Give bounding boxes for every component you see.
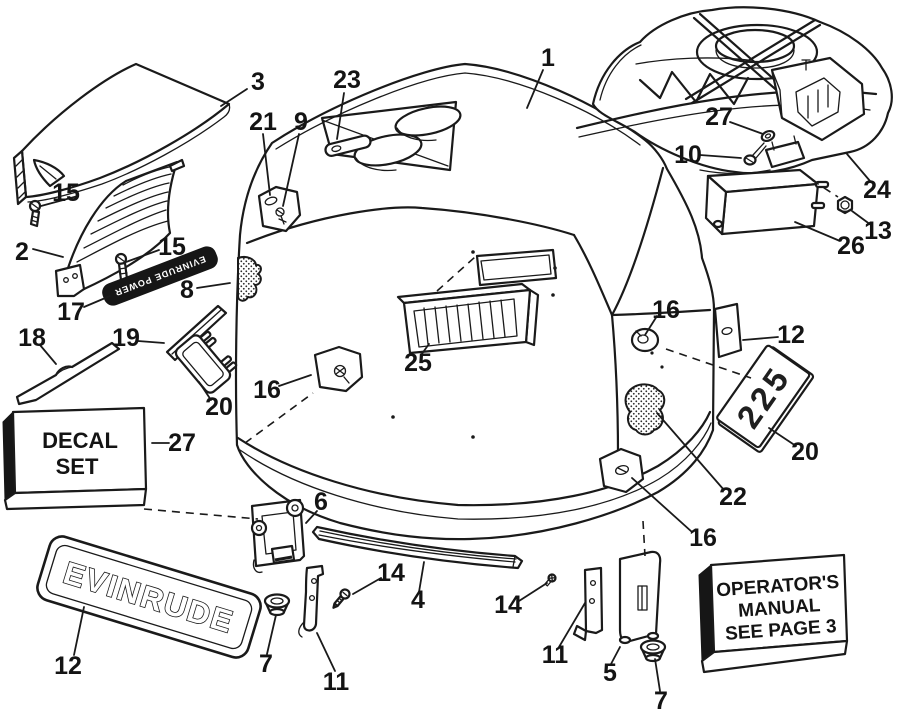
callout-labels: 1 2 3 23 21 9 27 10 24 13 26 15 15 17 8 … bbox=[15, 44, 892, 715]
seal-patch-part8 bbox=[237, 255, 262, 302]
callout-6: 6 bbox=[314, 488, 328, 516]
callout-24: 24 bbox=[863, 176, 891, 204]
callout-18: 18 bbox=[18, 324, 46, 352]
callout-16-right-top: 16 bbox=[652, 296, 680, 324]
callout-1: 1 bbox=[541, 44, 555, 72]
callout-26: 26 bbox=[837, 232, 865, 260]
plate-part5 bbox=[618, 550, 662, 645]
top-cover-part3 bbox=[12, 62, 231, 206]
decal-set-line2: SET bbox=[56, 454, 99, 479]
callout-5: 5 bbox=[603, 659, 617, 687]
bracket-part12-right bbox=[713, 302, 743, 359]
callout-10: 10 bbox=[674, 141, 702, 169]
latch-plate-part21 bbox=[257, 185, 302, 233]
callout-16-right-bottom: 16 bbox=[689, 524, 717, 552]
bracket-part11-right bbox=[572, 566, 604, 642]
callout-12-bottom: 12 bbox=[54, 652, 82, 680]
screw-part14-left bbox=[332, 588, 351, 609]
rivet-marks bbox=[391, 250, 664, 439]
screw-part9 bbox=[275, 207, 287, 225]
callout-20-right: 20 bbox=[791, 438, 819, 466]
callout-9: 9 bbox=[294, 108, 308, 136]
callout-21: 21 bbox=[249, 108, 277, 136]
leader-lines bbox=[32, 69, 872, 692]
seal-strip-part4 bbox=[311, 525, 524, 570]
callout-23: 23 bbox=[333, 66, 361, 94]
engine-cover bbox=[234, 62, 716, 541]
latch-bracket-part6 bbox=[250, 498, 306, 574]
callout-7-left: 7 bbox=[259, 650, 273, 678]
callout-20-left: 20 bbox=[205, 393, 233, 421]
decal-set-box: DECAL SET bbox=[2, 406, 148, 511]
callout-12-right: 12 bbox=[777, 321, 805, 349]
nut-part13 bbox=[836, 195, 854, 215]
louver-vent-part25 bbox=[396, 282, 540, 355]
plug-part7-right bbox=[639, 639, 667, 663]
latch-plate-16-left bbox=[313, 345, 364, 393]
evinrude-decal: EVINRUDE bbox=[36, 535, 262, 659]
dashed-reference-lines bbox=[143, 179, 839, 557]
callout-27-top: 27 bbox=[705, 103, 733, 131]
powerhead-assembly-part24 bbox=[575, 6, 893, 175]
callout-11-left: 11 bbox=[323, 668, 350, 696]
model-emblem-225: 225 bbox=[716, 344, 815, 453]
bracket-part11-left bbox=[298, 564, 325, 638]
callout-13: 13 bbox=[864, 217, 892, 245]
trim-strip-part18 bbox=[15, 341, 121, 406]
callout-8: 8 bbox=[180, 276, 194, 304]
callout-15-upper: 15 bbox=[52, 179, 80, 207]
grille-part2 bbox=[54, 158, 186, 298]
sponge-pad-part22 bbox=[624, 383, 666, 436]
washer-part27 bbox=[760, 129, 776, 143]
callout-27-left: 27 bbox=[168, 429, 196, 457]
trim-strip-part23 bbox=[324, 134, 372, 157]
callout-7-right: 7 bbox=[654, 687, 668, 715]
pin-plate-part20-left bbox=[174, 330, 238, 394]
plug-part7-left bbox=[263, 593, 291, 617]
callout-3: 3 bbox=[251, 68, 265, 96]
callout-25: 25 bbox=[404, 349, 432, 377]
vent-recess bbox=[475, 248, 558, 287]
air-silencer-part26 bbox=[704, 168, 830, 236]
callout-14-right: 14 bbox=[494, 591, 522, 619]
grommet-16-right bbox=[630, 327, 660, 353]
callout-17: 17 bbox=[57, 298, 85, 326]
callout-14-left: 14 bbox=[377, 559, 405, 587]
callout-22: 22 bbox=[719, 483, 747, 511]
callout-19: 19 bbox=[112, 324, 140, 352]
callout-11-right: 11 bbox=[542, 641, 569, 669]
callout-2: 2 bbox=[15, 238, 29, 266]
screw-part15-upper bbox=[28, 199, 42, 228]
screw-part10 bbox=[743, 142, 767, 166]
decal-set-line1: DECAL bbox=[42, 428, 118, 453]
callout-16-left: 16 bbox=[253, 376, 281, 404]
latch-plate-16-bottom bbox=[598, 447, 645, 494]
operators-manual-box: OPERATOR'S MANUAL SEE PAGE 3 bbox=[698, 553, 849, 674]
callout-15-lower: 15 bbox=[158, 233, 186, 261]
screw-part14-right bbox=[544, 573, 557, 587]
callout-4: 4 bbox=[411, 586, 425, 614]
